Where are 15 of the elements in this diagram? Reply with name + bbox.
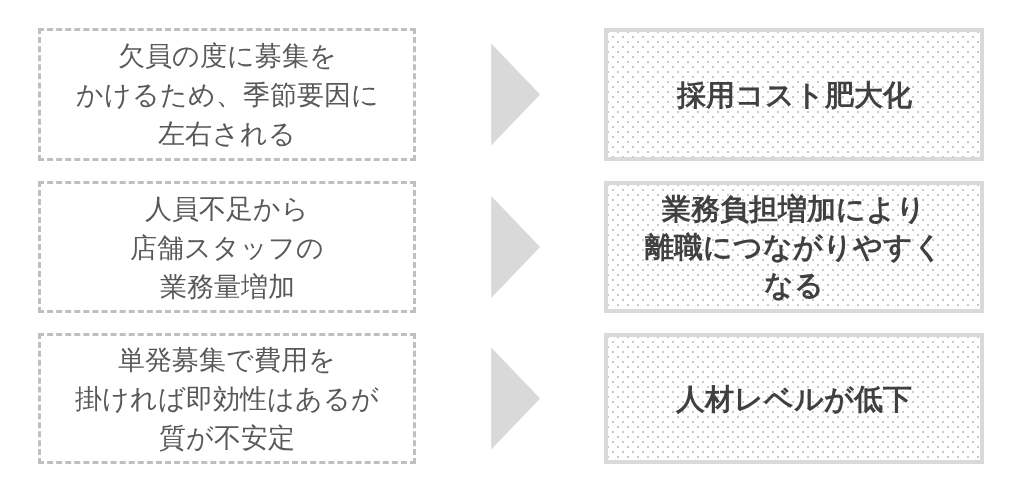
chevron-arrow xyxy=(491,347,541,450)
result-text: 業務負担増加により離職につながりやすくなる xyxy=(645,191,943,304)
result-box xyxy=(604,333,984,464)
cause-box xyxy=(38,28,416,161)
chevron-arrow xyxy=(491,43,541,146)
cause-text: 人員不足から店舗スタッフの業務量増加 xyxy=(130,191,324,304)
result-box xyxy=(604,28,984,161)
cause-box xyxy=(38,181,416,313)
cause-box xyxy=(38,333,416,464)
result-box xyxy=(604,181,984,313)
cause-text: 欠員の度に募集をかけるため、季節要因に左右される xyxy=(75,39,379,151)
result-text: 採用コスト肥大化 xyxy=(676,76,912,114)
result-text: 人材レベルが低下 xyxy=(676,380,912,418)
chevron-arrow xyxy=(491,196,541,298)
cause-text: 単発募集で費用を掛ければ即効性はあるが質が不安定 xyxy=(75,343,379,455)
